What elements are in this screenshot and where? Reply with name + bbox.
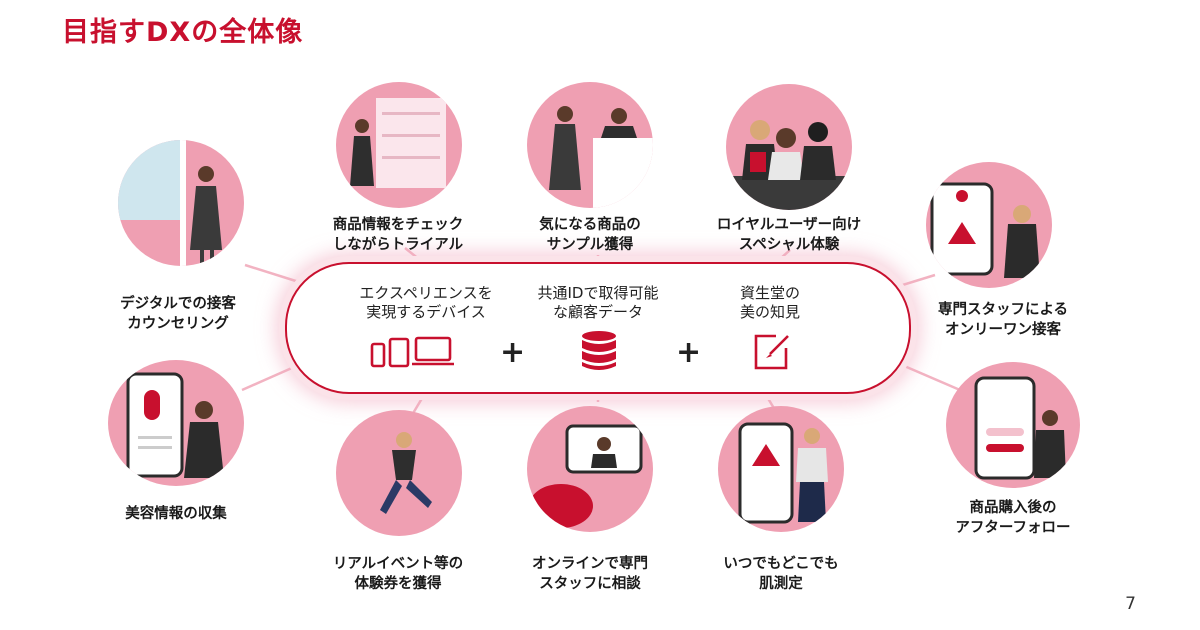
center-item-data: 共通IDで取得可能 な顧客データ <box>537 284 659 321</box>
plus-sign: + <box>500 335 526 370</box>
touchpoint-label: 商品情報をチェック しながらトライアル <box>332 217 464 253</box>
touchpoint-label: リアルイベント等の 体験券を獲得 <box>332 556 464 592</box>
center-item-knowledge: 資生堂の 美の知見 <box>739 284 800 321</box>
loyal-experience-illustration <box>726 84 852 210</box>
real-event-illustration <box>336 410 462 536</box>
touchpoint-label: いつでもどこでも 肌測定 <box>723 556 839 592</box>
touchpoint-label: オンラインで専門 スタッフに相談 <box>532 556 648 592</box>
center-item-devices: エクスペリエンスを 実現するデバイス <box>359 284 493 321</box>
devices-icon <box>370 336 454 368</box>
touchpoint-label: 美容情報の収集 <box>125 506 227 522</box>
page-number: 7 <box>1125 594 1136 614</box>
touchpoint-label: ロイヤルユーザー向け スペシャル体験 <box>716 217 862 253</box>
touchpoint-label: 専門スタッフによる オンリーワン接客 <box>937 302 1069 338</box>
sample-getting-illustration <box>527 82 653 208</box>
beauty-info-illustration <box>108 360 244 486</box>
database-icon <box>582 331 616 370</box>
plus-sign: + <box>676 335 702 370</box>
touchpoint-label: デジタルでの接客 カウンセリング <box>120 296 236 332</box>
page-title: 目指すDXの全体像 <box>62 17 304 48</box>
online-consultation-illustration <box>527 406 653 532</box>
staff-service-illustration <box>926 162 1052 288</box>
touchpoint-label: 気になる商品の サンプル獲得 <box>539 217 641 253</box>
digital-counseling-illustration <box>118 140 244 266</box>
core-assets-panel <box>285 262 911 394</box>
after-follow-illustration <box>946 362 1080 488</box>
touchpoint-label: 商品購入後の アフターフォロー <box>955 500 1071 536</box>
product-trial-illustration <box>336 82 462 208</box>
edit-icon <box>754 334 789 370</box>
skin-measurement-illustration <box>718 406 844 532</box>
